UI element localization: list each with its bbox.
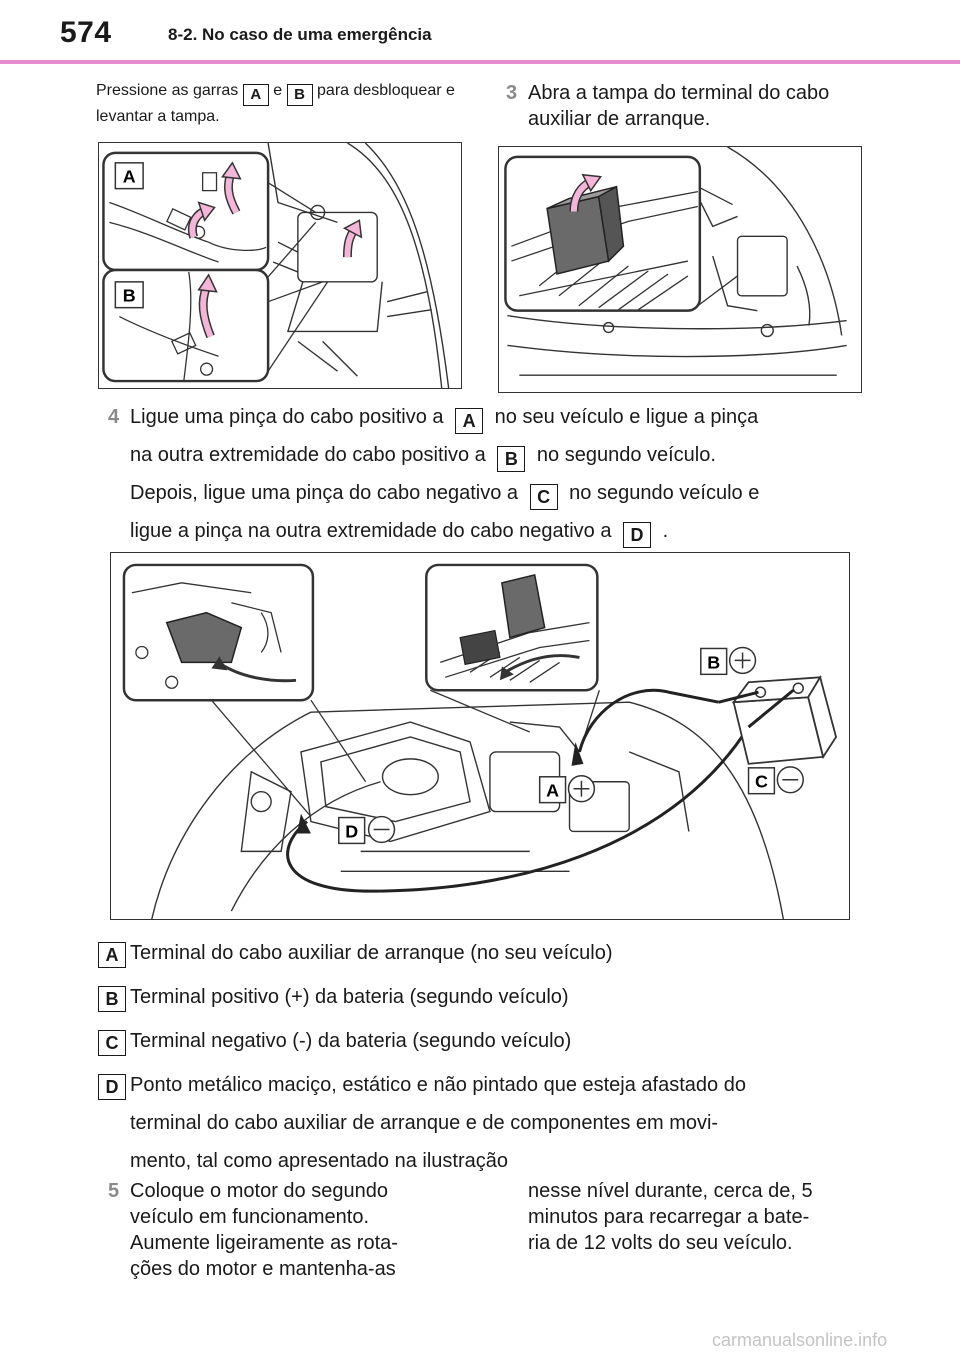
watermark: carmanualsonline.info — [712, 1330, 888, 1350]
step-number: 4 — [108, 406, 120, 428]
step-number: 5 — [108, 1180, 120, 1202]
header-rule — [0, 60, 960, 64]
step-5: 5 Coloque o motor do segundo veículo em … — [108, 1180, 398, 1280]
step-4-line-4: ligue a pinça na outra extremidade do ca… — [130, 518, 668, 548]
label-box-a: A — [98, 942, 126, 968]
step-3: 3 Abra a tampa do terminal do cabo auxil… — [506, 80, 868, 132]
step-4-line-3: Depois, ligue uma pinça do cabo negativo… — [130, 480, 759, 510]
callout-label-d: D — [345, 821, 358, 841]
callout-label-b: B — [707, 652, 720, 672]
step-number: 3 — [506, 82, 518, 104]
callout-label-a: A — [123, 167, 136, 187]
intro-text: Pressione as garras A e B para desbloque… — [96, 82, 455, 125]
page-header: 574 8-2. No caso de uma emergência — [0, 0, 960, 64]
label-box-d: D — [98, 1074, 126, 1100]
step-4-line-2: na outra extremidade do cabo positivo a … — [130, 442, 716, 472]
label-box-b: B — [98, 986, 126, 1012]
figure-2-illustration — [504, 147, 847, 376]
label-box-b: B — [497, 446, 526, 472]
label-box-a: A — [242, 84, 269, 106]
step-text: Abra a tampa do terminal do cabo auxilia… — [528, 82, 830, 130]
callout-label-b: B — [123, 286, 136, 306]
figure-jump-start-connection: B C A D — [110, 552, 850, 920]
page-number: 574 — [60, 16, 112, 49]
label-box-b: B — [286, 84, 313, 106]
figure-1-illustration: A B — [102, 143, 450, 388]
label-box-a: A — [455, 408, 484, 434]
section-title: 8-2. No caso de uma emergência — [168, 25, 432, 44]
label-box-c: C — [529, 484, 558, 510]
step-4-line-1: Ligue uma pinça do cabo positivo a A no … — [130, 404, 758, 434]
callout-label-a: A — [546, 781, 559, 801]
figure-3-illustration: B C A D — [122, 563, 838, 919]
figure-fuse-box-claws: A B — [98, 142, 462, 389]
figure-terminal-cover — [498, 146, 862, 393]
label-box-d: D — [623, 522, 652, 548]
callout-label-c: C — [755, 772, 768, 792]
label-box-c: C — [98, 1030, 126, 1056]
step-5-continued: nesse nível durante, cerca de, 5 minutos… — [528, 1180, 813, 1254]
